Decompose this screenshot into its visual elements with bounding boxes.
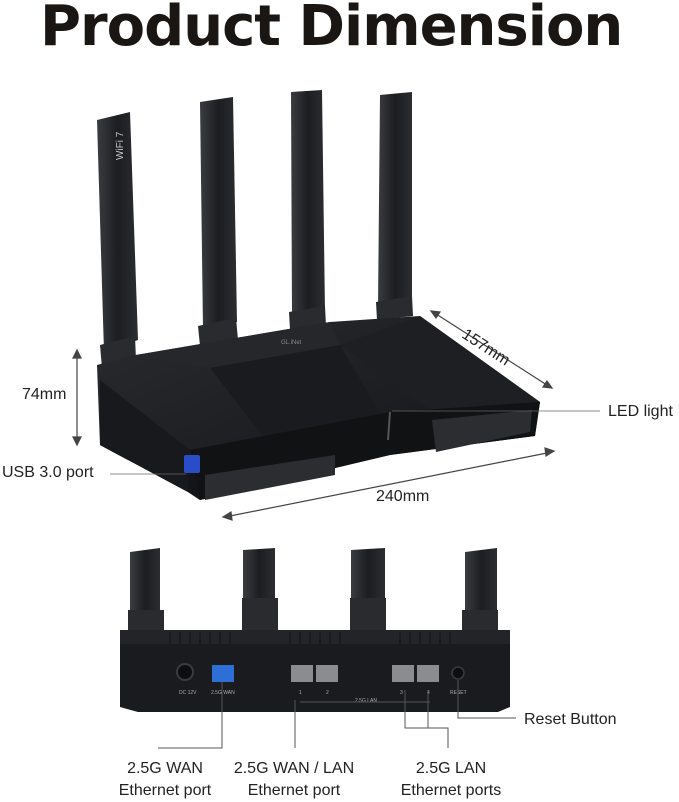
lan-ports-label-line1: 2.5G LAN [415, 760, 487, 777]
lan-ports-label-line2: Ethernet ports [400, 782, 502, 799]
lan-port-3-shape [392, 665, 414, 682]
page-title: Product Dimension [40, 0, 623, 59]
wan-port-shape [212, 665, 234, 682]
wan-marking: 2.5G WAN [211, 690, 235, 696]
reset-hole [451, 666, 465, 680]
usb-port-label: USB 3.0 port [2, 464, 94, 481]
port-number-2: 2 [326, 690, 329, 696]
lan-port-2-shape [316, 665, 338, 682]
brand-logo: GL.iNet [281, 340, 302, 346]
vent-grille [205, 410, 532, 500]
wifi7-logo: WiFi 7 [115, 131, 126, 160]
antenna-3 [289, 90, 326, 330]
antenna-2 [198, 97, 238, 346]
router-front-view [97, 90, 540, 500]
back-panel [120, 630, 510, 712]
lan-group-marking: 2.5G LAN [355, 698, 377, 704]
led-light-label: LED light [608, 403, 673, 420]
lan-ports-label: 2.5G LAN Ethernet ports [392, 758, 510, 802]
wan-lan-port-label-line2: Ethernet port [247, 782, 341, 799]
port-callout-lines [158, 680, 516, 749]
router-back-view: DC 12V 2.5G WAN 1 2 3 4 2.5G LAN RESET [120, 548, 510, 712]
wan-port-label: 2.5G WAN Ethernet port [110, 758, 220, 802]
antenna-4 [376, 92, 413, 320]
usb-port-shape [184, 455, 200, 473]
back-antennas [130, 548, 497, 625]
wan-lan-port-label-line1: 2.5G WAN / LAN [233, 760, 355, 777]
lan-port-1-shape [291, 665, 313, 682]
reset-button-label: Reset Button [524, 711, 617, 728]
lan-port-4-shape [417, 665, 439, 682]
wan-lan-port-label: 2.5G WAN / LAN Ethernet port [226, 758, 362, 802]
width-label: 240mm [376, 488, 430, 505]
wan-port-label-line2: Ethernet port [118, 782, 212, 799]
led-strip [387, 411, 391, 441]
port-number-1: 1 [299, 690, 302, 696]
port-number-3: 3 [400, 690, 403, 696]
wan-port-label-line1: 2.5G WAN [127, 760, 203, 777]
height-label: 74mm [22, 386, 67, 403]
dc-marking: DC 12V [179, 690, 197, 696]
dc-jack [176, 663, 194, 681]
dimension-lines [72, 310, 600, 521]
